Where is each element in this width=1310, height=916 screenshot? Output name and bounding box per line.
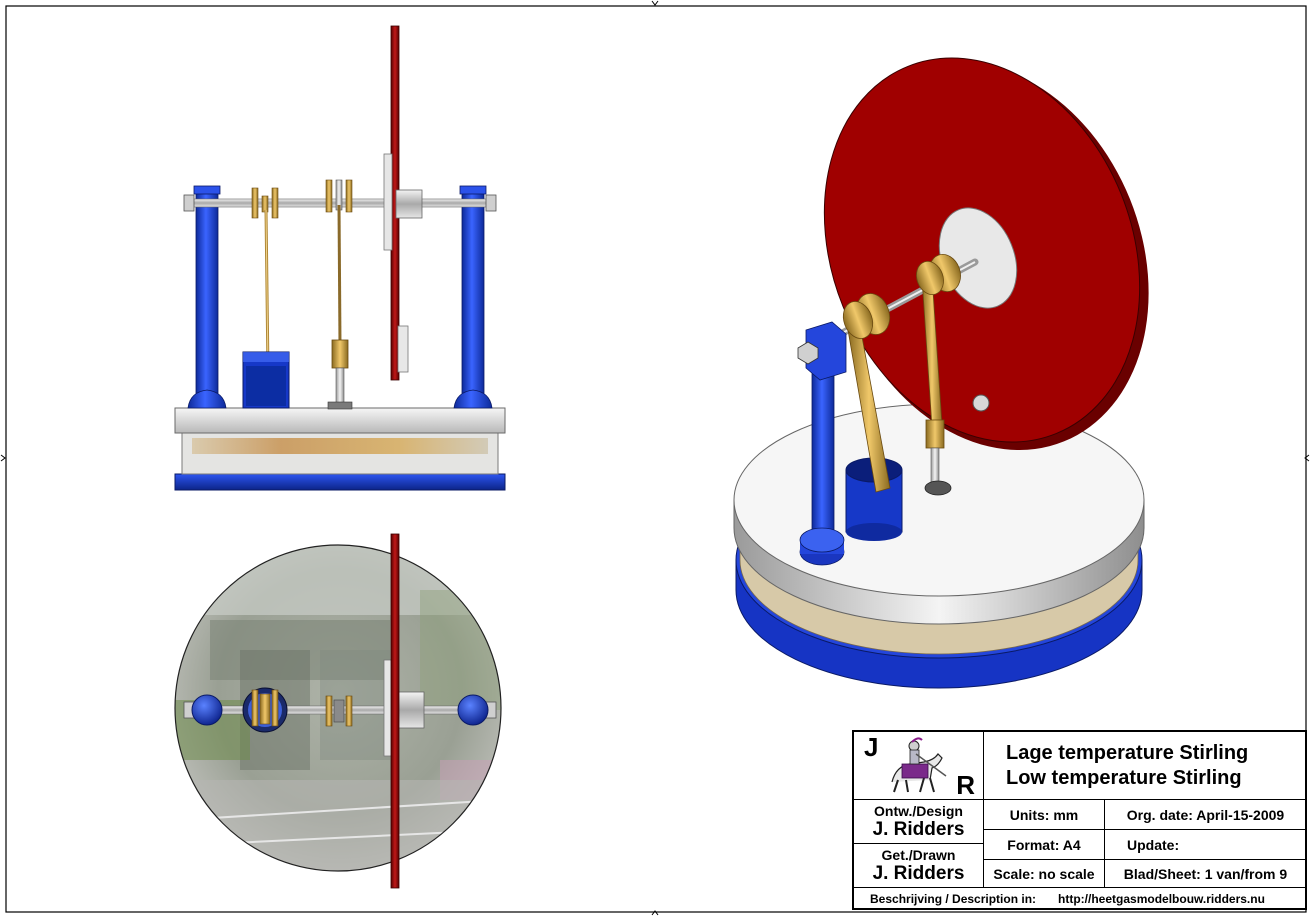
description-label: Beschrijving / Description in: (870, 892, 1037, 906)
drawn-name: J. Ridders (872, 862, 965, 884)
update-value: Update: (1127, 836, 1180, 853)
front-blue-base (174, 473, 506, 491)
format-value: Format: A4 (1007, 836, 1081, 853)
scale-cell: Scale: no scale (984, 860, 1105, 888)
frame-center-mark-right (1304, 454, 1310, 462)
design-label: Ontw./Design (874, 802, 963, 819)
top-left-bearing (191, 694, 223, 726)
iso-column (811, 359, 835, 541)
logo-letter-r: R (956, 770, 975, 800)
units-cell: Units: mm (984, 800, 1105, 830)
knight-logo-icon (891, 737, 947, 793)
design-cell: Ontw./Design J. Ridders (854, 800, 984, 844)
description-url: http://heetgasmodelbouw.ridders.nu (1058, 892, 1265, 906)
description-cell: Beschrijving / Description in: http://he… (854, 888, 1307, 910)
sheet-value: Blad/Sheet: 1 van/from 9 (1123, 865, 1288, 882)
units-value: Units: mm (1009, 806, 1079, 823)
drawn-cell: Get./Drawn J. Ridders (854, 844, 984, 888)
org-date-cell: Org. date: April-15-2009 (1105, 800, 1307, 830)
front-view (174, 25, 506, 491)
update-cell: Update: (1105, 830, 1307, 860)
org-date-value: Org. date: April-15-2009 (1126, 806, 1285, 823)
front-piston-rod (337, 204, 342, 346)
title-block: J R Lage temperature Stirling Low temper… (852, 730, 1307, 910)
title-dutch: Lage temperature Stirling (1006, 741, 1249, 764)
drawn-label: Get./Drawn (881, 846, 956, 863)
frame-center-mark-bottom (651, 910, 659, 916)
front-power-cylinder (331, 339, 349, 369)
isometric-view (733, 57, 1149, 689)
sheet-cell: Blad/Sheet: 1 van/from 9 (1105, 860, 1307, 888)
front-right-column (461, 189, 485, 396)
design-name: J. Ridders (872, 818, 965, 840)
front-top-plate (174, 407, 506, 434)
title-english: Low temperature Stirling (1006, 766, 1242, 789)
top-flywheel (390, 533, 400, 889)
logo-cell: J R (854, 732, 984, 800)
top-view-disc (174, 544, 502, 872)
scale-value: Scale: no scale (993, 865, 1095, 882)
top-view (174, 533, 502, 889)
logo-letter-j: J (864, 732, 879, 762)
frame-center-mark-top (651, 0, 659, 6)
front-left-column (195, 189, 219, 396)
front-regenerator-strip (192, 438, 488, 454)
title-cell: Lage temperature Stirling Low temperatur… (984, 732, 1307, 800)
top-right-bearing (457, 694, 489, 726)
frame-center-mark-left (0, 454, 6, 462)
format-cell: Format: A4 (984, 830, 1105, 860)
